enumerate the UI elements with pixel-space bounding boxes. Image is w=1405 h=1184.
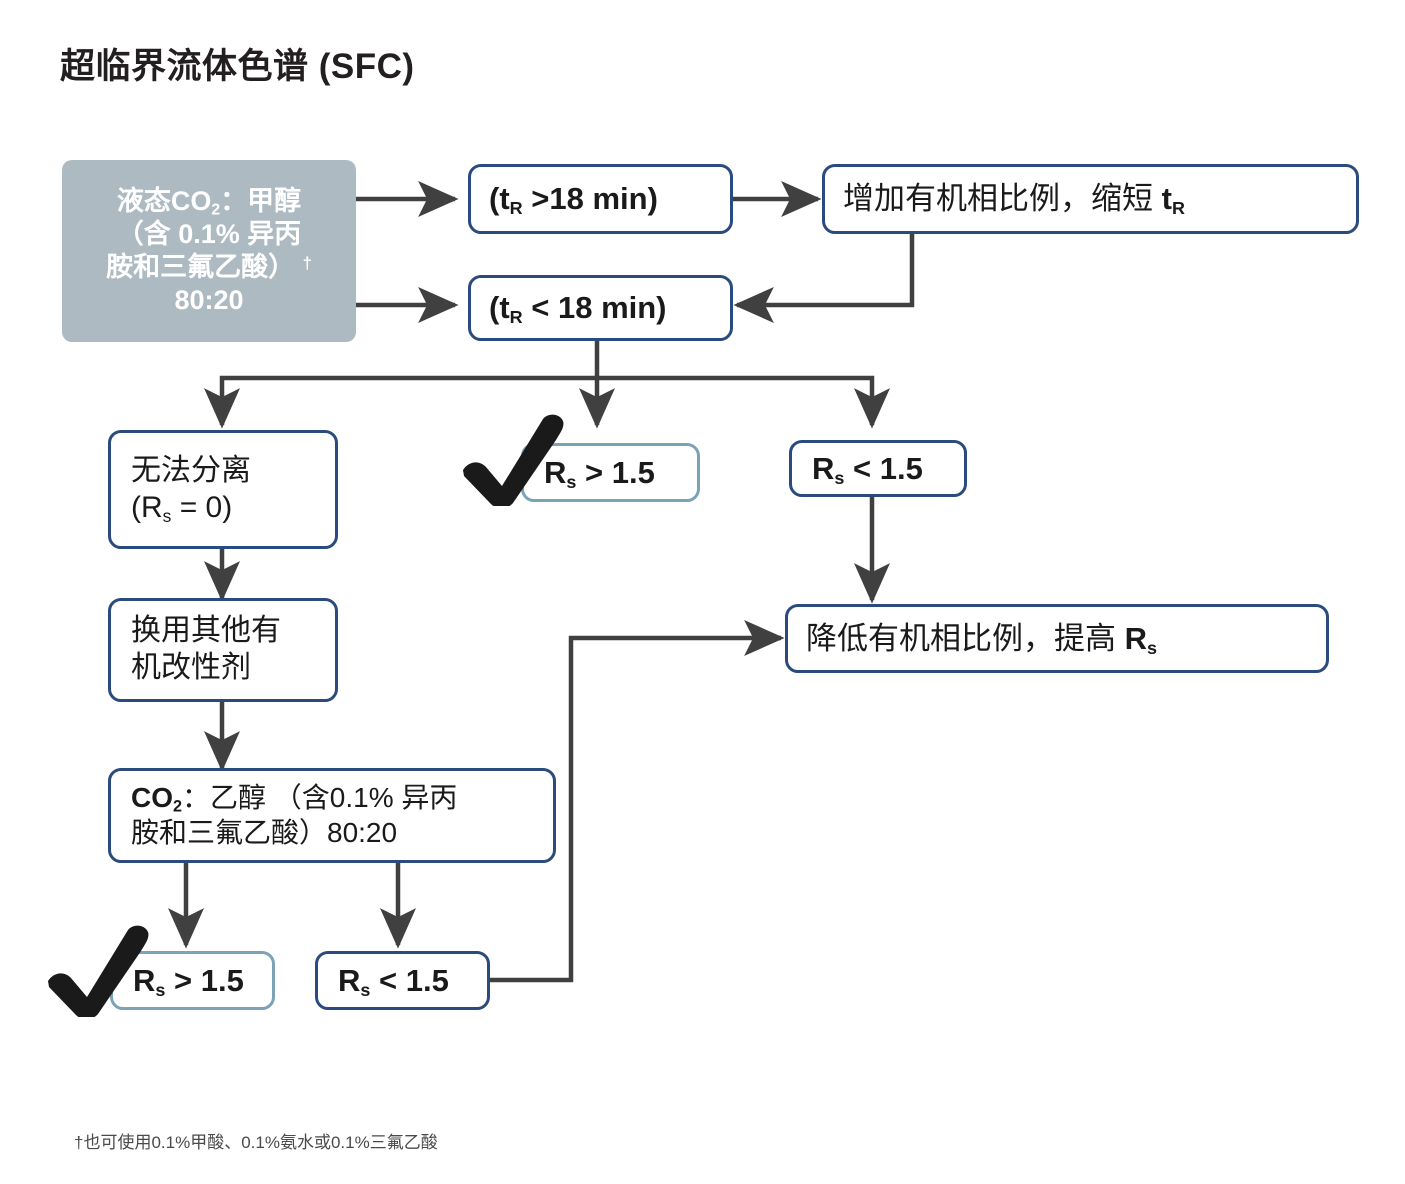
decrease-organic-sym: R	[1124, 620, 1148, 656]
tr-lt-post: < 18 min)	[522, 290, 667, 326]
node-no-separation[interactable]: 无法分离 (Rs = 0)	[108, 430, 338, 549]
tr-gt-pre: (t	[489, 181, 510, 217]
tr-lt-sub: R	[509, 307, 523, 328]
node-change-modifier-text: 换用其他有 机改性剂	[131, 613, 335, 686]
node-tr-less-18-text: (tR < 18 min)	[489, 289, 712, 327]
rs-lt-top-sub: s	[834, 467, 845, 488]
rs-lt-top-pre: R	[812, 450, 835, 486]
rs-lt-top-post: < 1.5	[844, 450, 923, 486]
node-tr-greater-18[interactable]: (tR >18 min)	[468, 164, 733, 234]
change-modifier-line1: 换用其他有	[131, 614, 281, 648]
node-rs-less-1-5-top-text: Rs < 1.5	[812, 450, 964, 488]
source-line2: （含 0.1% 异丙	[116, 219, 302, 250]
wire-rslt-bottom-to-decrease	[490, 620, 785, 983]
node-increase-organic[interactable]: 增加有机相比例，缩短 tR	[822, 164, 1359, 234]
source-dagger: †	[302, 253, 312, 273]
rs-gt-top-post: > 1.5	[576, 454, 655, 490]
node-mobile-phase-source[interactable]: 液态CO2：甲醇 （含 0.1% 异丙 胺和三氟乙酸） † 80:20	[62, 160, 356, 342]
rs-lt-bottom-sub: s	[360, 979, 371, 1000]
rs-gt-bottom-pre: R	[133, 962, 156, 998]
node-change-modifier[interactable]: 换用其他有 机改性剂	[108, 598, 338, 702]
rs-gt-top-sub: s	[566, 471, 577, 492]
wire-trlt-to-left	[204, 375, 597, 429]
node-co2-ethanol-text: CO2：乙醇 （含0.1% 异丙 胺和三氟乙酸）80:20	[131, 781, 553, 849]
node-rs-less-1-5-top[interactable]: Rs < 1.5	[789, 440, 967, 497]
increase-organic-pre: 增加有机相比例，缩短	[843, 181, 1162, 217]
node-co2-ethanol[interactable]: CO2：乙醇 （含0.1% 异丙 胺和三氟乙酸）80:20	[108, 768, 556, 863]
rs-lt-bottom-post: < 1.5	[370, 962, 449, 998]
tr-lt-pre: (t	[489, 290, 510, 326]
source-line1-post: ：甲醇	[220, 186, 302, 217]
node-increase-organic-text: 增加有机相比例，缩短 tR	[843, 180, 1338, 218]
no-separation-line2-pre: (R	[131, 490, 163, 524]
node-no-separation-text: 无法分离 (Rs = 0)	[131, 453, 335, 526]
node-tr-less-18[interactable]: (tR < 18 min)	[468, 275, 733, 341]
no-separation-line2-post: = 0)	[171, 490, 233, 524]
source-line1-sub: 2	[211, 201, 221, 219]
node-rs-greater-1-5-top[interactable]: Rs > 1.5	[521, 443, 700, 502]
rs-gt-bottom-sub: s	[155, 979, 166, 1000]
node-rs-greater-1-5-bottom-text: Rs > 1.5	[133, 962, 272, 1000]
change-modifier-line2: 机改性剂	[131, 651, 251, 684]
source-line4: 80:20	[174, 284, 244, 315]
source-line3: 胺和三氟乙酸）	[106, 252, 296, 282]
node-mobile-phase-source-text: 液态CO2：甲醇 （含 0.1% 异丙 胺和三氟乙酸） † 80:20	[72, 185, 346, 317]
increase-organic-sym: t	[1161, 181, 1172, 217]
node-rs-greater-1-5-top-text: Rs > 1.5	[544, 454, 697, 492]
node-decrease-organic[interactable]: 降低有机相比例，提高 Rs	[785, 604, 1329, 673]
footnote: †也可使用0.1%甲酸、0.1%氨水或0.1%三氟乙酸	[74, 1133, 438, 1152]
node-rs-less-1-5-bottom[interactable]: Rs < 1.5	[315, 951, 490, 1010]
tr-gt-post: >18 min)	[522, 181, 658, 217]
co2-ethanol-line1-post: ：乙醇 （含0.1% 异丙	[182, 782, 458, 814]
node-tr-greater-18-text: (tR >18 min)	[489, 180, 712, 218]
page-title: 超临界流体色谱 (SFC)	[60, 47, 415, 86]
rs-gt-top-pre: R	[544, 454, 567, 490]
wire-trlt-to-right	[597, 375, 890, 429]
no-separation-line2-sub: s	[162, 505, 172, 526]
source-line1-pre: 液态CO	[116, 186, 212, 217]
co2-ethanol-line1-sub: 2	[173, 797, 183, 816]
co2-ethanol-line1-pre: CO	[131, 782, 173, 814]
node-rs-less-1-5-bottom-text: Rs < 1.5	[338, 962, 487, 1000]
tr-gt-sub: R	[509, 198, 523, 219]
decrease-organic-sub: s	[1147, 637, 1158, 658]
co2-ethanol-line2: 胺和三氟乙酸）80:20	[131, 816, 398, 848]
rs-lt-bottom-pre: R	[338, 962, 361, 998]
node-rs-greater-1-5-bottom[interactable]: Rs > 1.5	[110, 951, 275, 1010]
wire-increase-to-trlt	[733, 234, 915, 323]
no-separation-line1: 无法分离	[131, 453, 251, 487]
rs-gt-bottom-post: > 1.5	[165, 962, 244, 998]
decrease-organic-pre: 降低有机相比例，提高	[806, 620, 1125, 656]
node-decrease-organic-text: 降低有机相比例，提高 Rs	[806, 620, 1308, 658]
increase-organic-sub: R	[1171, 198, 1185, 219]
